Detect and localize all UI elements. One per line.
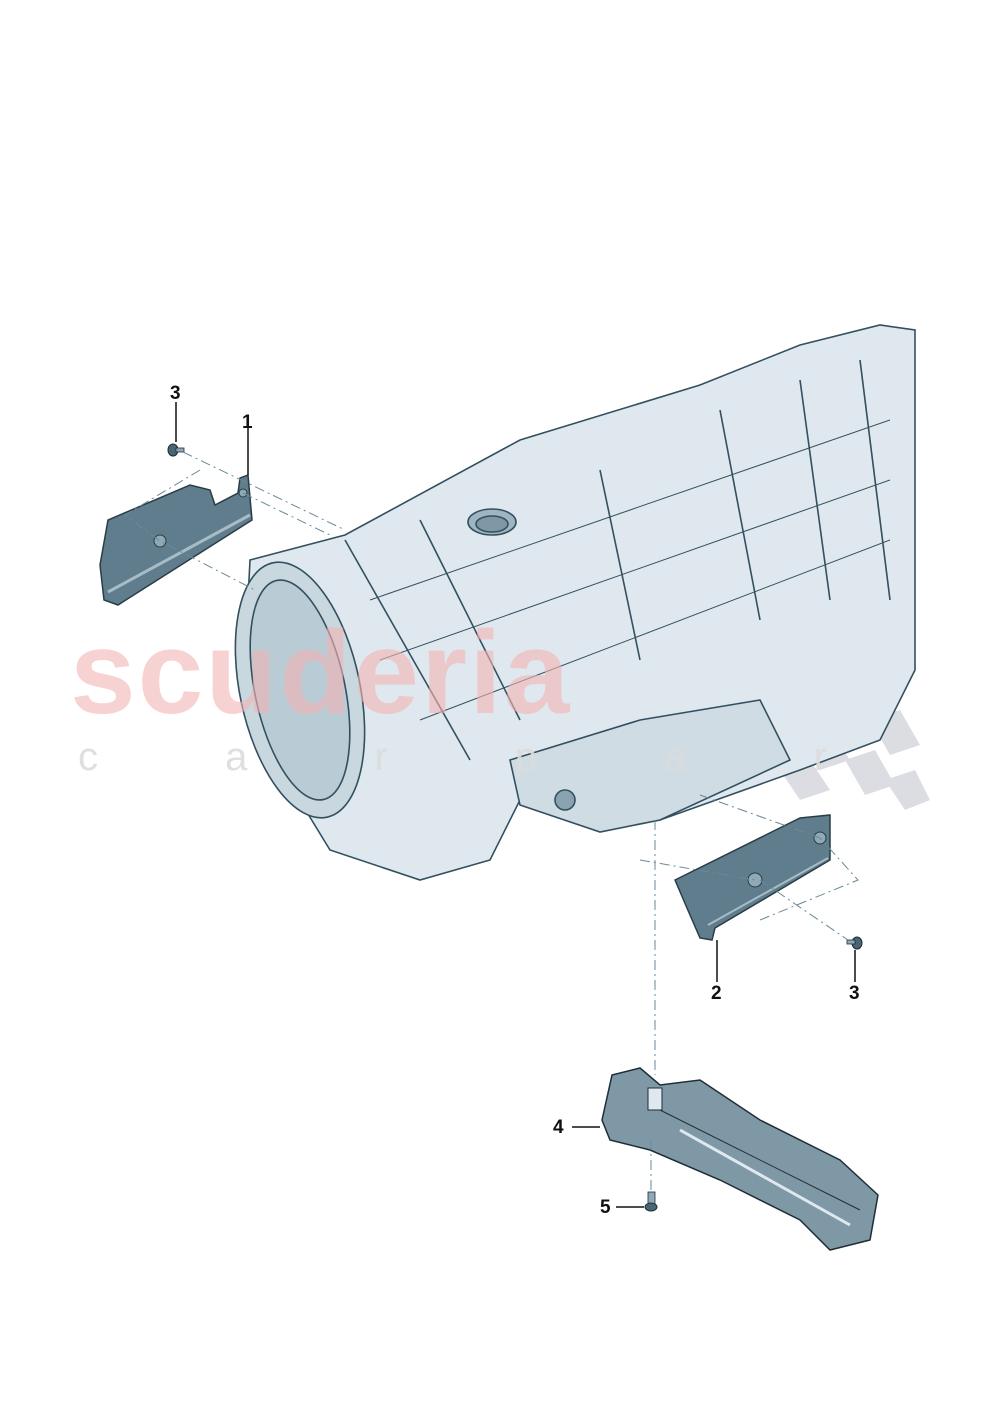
callout-2[interactable]: 2 xyxy=(711,983,722,1004)
callout-1[interactable]: 1 xyxy=(242,412,253,433)
callout-4[interactable]: 4 xyxy=(553,1117,564,1138)
callout-5[interactable]: 5 xyxy=(600,1197,611,1218)
callout-leaders xyxy=(175,402,856,1208)
watermark-car-parts: c a r p a r xyxy=(78,735,885,779)
screw-part-3-top xyxy=(167,443,185,457)
transmission-housing xyxy=(234,324,916,881)
screw-part-3-right xyxy=(846,936,863,950)
assembly-lines xyxy=(124,451,859,1192)
heat-shield-right-part-2 xyxy=(674,814,831,941)
watermark-scuderia: scuderia xyxy=(70,607,572,739)
callout-3-top[interactable]: 3 xyxy=(170,383,181,404)
callout-3-right[interactable]: 3 xyxy=(849,983,860,1004)
cover-part-4 xyxy=(601,1067,879,1251)
heat-shield-left-part-1 xyxy=(99,473,253,606)
screw-part-5 xyxy=(644,1191,658,1212)
